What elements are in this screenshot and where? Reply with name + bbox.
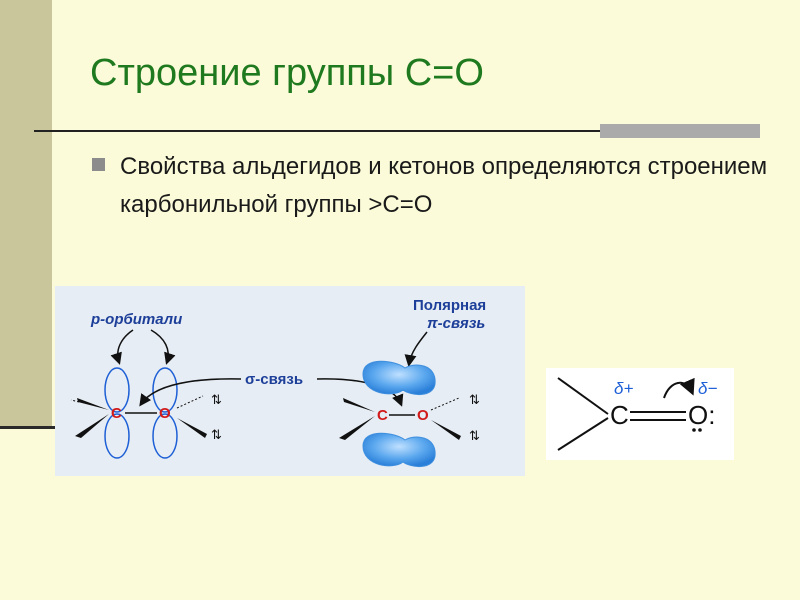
oxygen-atom-left: O	[159, 405, 171, 422]
carbon-atom-left: C	[111, 405, 122, 422]
bond-lower	[557, 417, 609, 451]
left-decor-line	[0, 426, 56, 429]
carbonyl-polarity-diagram: C O: δ+ δ−	[546, 368, 734, 460]
title-rule-accent	[600, 124, 760, 138]
sigma-arrow-left	[139, 378, 242, 407]
oxygen-atom-right: O	[417, 407, 429, 424]
oxygen-p-orbital-bottom	[152, 413, 178, 459]
lone-pair-upper-right: ⇅	[469, 392, 480, 407]
wedge-upper-left	[77, 398, 109, 410]
polar-label-line2: π-связь	[427, 315, 485, 332]
oxygen-symbol: O:	[688, 400, 715, 430]
oxygen-p-orbital-top	[152, 367, 178, 413]
p-orbitals-label: р-орбитали	[90, 311, 182, 328]
pi-cloud-bottom	[362, 432, 436, 467]
carbon-p-orbital-top	[104, 367, 130, 413]
delta-plus-label: δ+	[614, 379, 633, 398]
p-orbital-arrow-left	[110, 329, 134, 365]
bond-upper	[557, 377, 609, 415]
pi-bond-arrow	[404, 331, 428, 367]
orbital-diagram: р-орбитали C O ⇅ ⇅ σ-связь Полярная π-св…	[55, 286, 525, 476]
pi-cloud-top	[362, 360, 436, 395]
title-rule	[34, 130, 760, 132]
delta-minus-label: δ−	[698, 379, 717, 398]
lone-pair-lower-right: ⇅	[469, 428, 480, 443]
polar-label-line1: Полярная	[413, 297, 486, 314]
lone-pair-upper-left: ⇅	[211, 392, 222, 407]
lone-pair-lower-left: ⇅	[211, 427, 222, 442]
carbon-symbol: C	[610, 400, 629, 430]
left-decor-bar	[0, 0, 52, 428]
electron-shift-arrow	[663, 377, 695, 399]
carbon-p-orbital-bottom	[104, 413, 130, 459]
slide-title: Строение группы С=О	[90, 52, 484, 94]
bullet-text: Свойства альдегидов и кетонов определяют…	[120, 153, 768, 218]
sigma-bond-label: σ-связь	[245, 371, 303, 388]
carbonyl-polarity-svg: C O: δ+ δ−	[557, 377, 717, 451]
p-orbital-arrow-right	[150, 329, 176, 365]
carbon-atom-right: C	[377, 407, 388, 424]
wedge-lower-left	[75, 414, 109, 438]
bullet-square-icon	[92, 158, 105, 171]
orbital-diagram-svg: р-орбитали C O ⇅ ⇅ σ-связь Полярная π-св…	[70, 297, 486, 467]
